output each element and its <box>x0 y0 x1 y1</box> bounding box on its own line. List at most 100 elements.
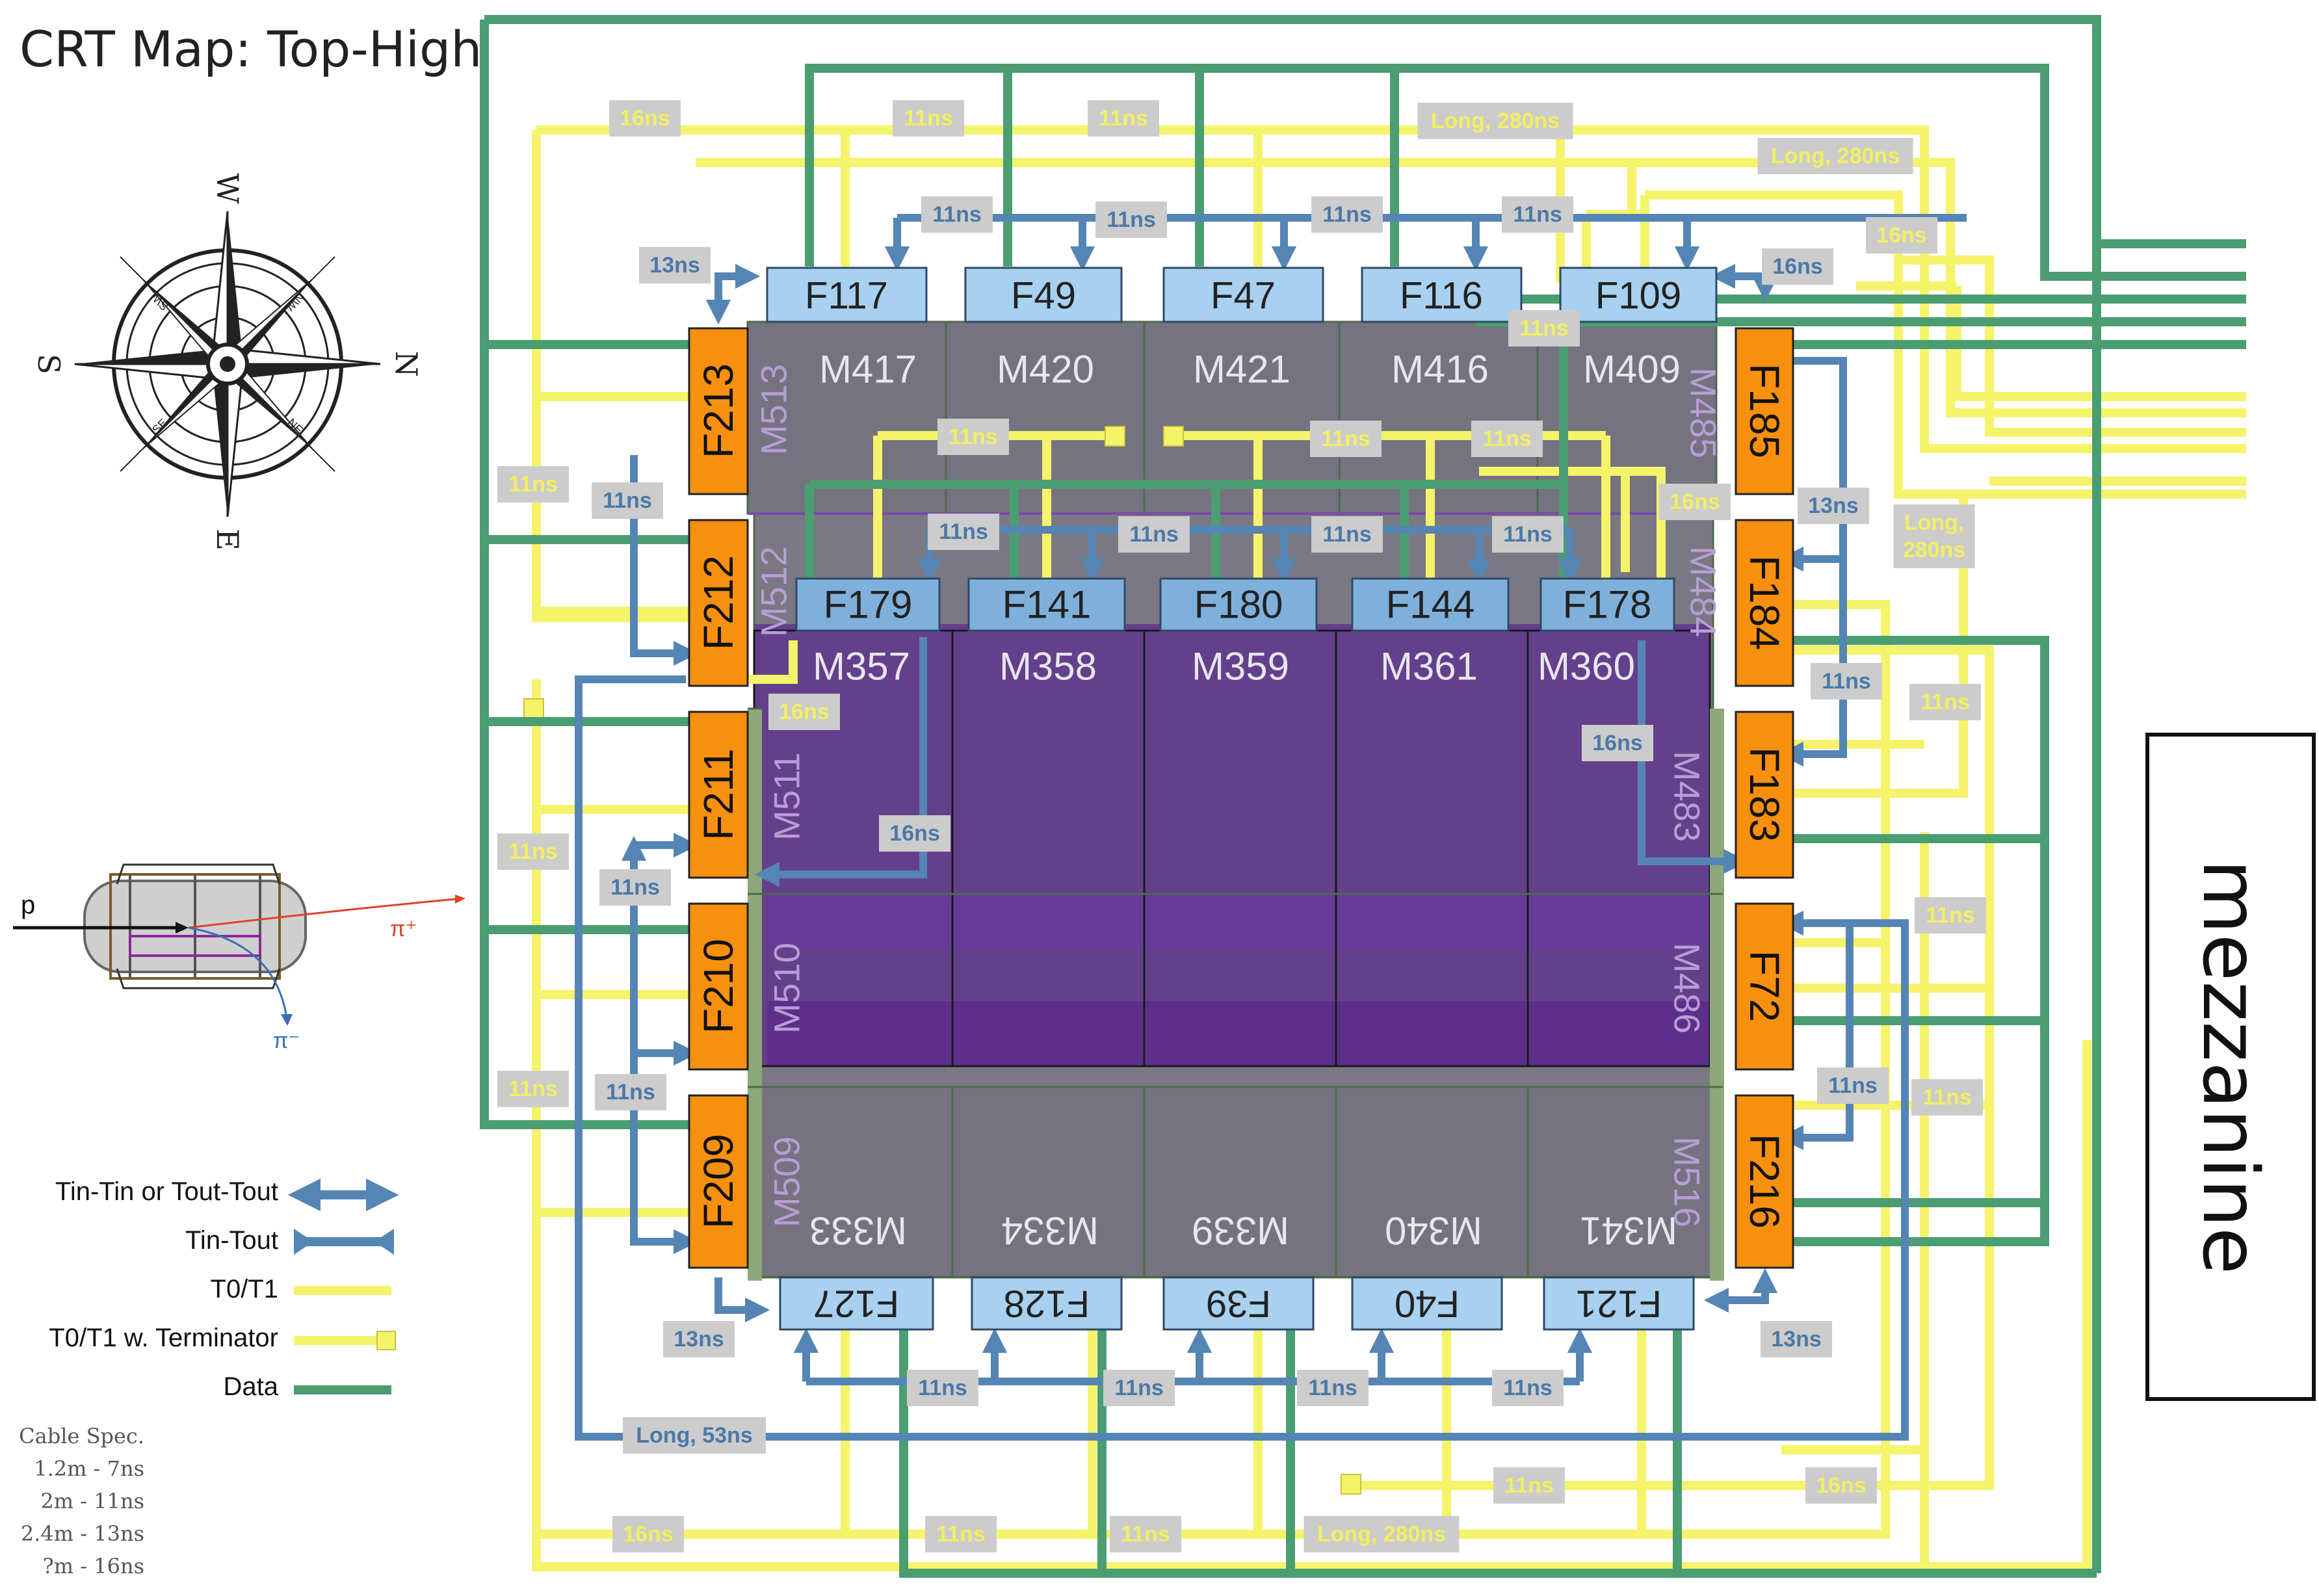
cable-length-label: 16ns <box>779 700 830 724</box>
cable-length-label: 11ns <box>1920 690 1970 714</box>
feb-f179: F179 <box>824 583 913 627</box>
feb-f117: F117 <box>805 275 888 317</box>
legend: Tin-Tin or Tout-Tout Tin-Tout T0/T1 T0/T… <box>49 1177 395 1401</box>
cable-length-label: 11ns <box>1513 202 1562 227</box>
cable-length-label: 16ns <box>889 821 940 846</box>
cable-spec-title: Cable Spec. <box>19 1424 144 1448</box>
module-m510: M510 <box>766 943 807 1034</box>
cable-length-label: 16ns <box>623 1522 674 1547</box>
compass-se-label: SE <box>150 416 170 436</box>
cable-length-label: 11ns <box>918 1376 967 1400</box>
module-m358: M358 <box>999 645 1097 688</box>
cable-length-label: 16ns <box>1592 731 1643 755</box>
cable-spec-line-4: ?m - 16ns <box>43 1554 144 1578</box>
feb-f209: F209 <box>695 1134 742 1229</box>
cable-length-label: 11ns <box>1519 316 1569 341</box>
cable-length-label: Long, 280ns <box>1771 144 1900 168</box>
cable-length-label: 11ns <box>1321 426 1370 451</box>
cable-spec-line-2: 2m - 11ns <box>40 1489 144 1513</box>
module-m420: M420 <box>997 348 1094 391</box>
module-m409: M409 <box>1583 348 1681 391</box>
cable-length-label: 13ns <box>674 1327 724 1352</box>
module-m486: M486 <box>1667 943 1708 1034</box>
feb-f144: F144 <box>1386 583 1475 627</box>
cable-length-label: 11ns <box>1322 522 1372 547</box>
feb-f40: F40 <box>1395 1283 1460 1325</box>
cable-length-label: 11ns <box>949 425 998 449</box>
cable-length-label: 11ns <box>1822 669 1871 694</box>
feb-f211: F211 <box>695 748 742 840</box>
feb-f141: F141 <box>1002 583 1092 627</box>
module-m359: M359 <box>1192 645 1289 688</box>
cable-length-label: 16ns <box>1670 490 1720 514</box>
feb-f39: F39 <box>1206 1283 1271 1325</box>
cable-length-label: 11ns <box>1121 1522 1170 1547</box>
module-m416: M416 <box>1391 348 1489 391</box>
compass-ne-label: NE <box>285 416 306 437</box>
module-m340: M340 <box>1385 1209 1482 1253</box>
feb-f213: F213 <box>695 363 742 458</box>
cable-length-label: 11ns <box>508 1077 558 1101</box>
cable-length-label: 11ns <box>939 519 988 544</box>
feb-f185: F185 <box>1741 363 1788 458</box>
cable-length-label: 11ns <box>1107 207 1156 232</box>
feb-f109: F109 <box>1595 275 1681 317</box>
module-m417: M417 <box>819 348 917 391</box>
cable-length-label: 11ns <box>1504 1473 1554 1498</box>
cable-length-label: 11ns <box>1114 1376 1164 1400</box>
cable-length-label: 11ns <box>1482 426 1532 451</box>
pi-minus-label: π⁻ <box>273 1028 300 1053</box>
module-m513: M513 <box>753 364 794 455</box>
module-m484: M484 <box>1683 546 1724 637</box>
module-m483: M483 <box>1667 751 1708 842</box>
cable-length-label: Long, 280ns <box>1431 109 1560 133</box>
west-febs: F213 F212 F211 F210 F209 <box>689 328 748 1268</box>
cable-length-label: 11ns <box>1503 522 1553 547</box>
cable-length-label: 11ns <box>603 488 652 513</box>
legend-label-tin-tin: Tin-Tin or Tout-Tout <box>55 1177 278 1206</box>
compass-sw-label: SW <box>148 291 171 313</box>
legend-swatch-bowtie <box>294 1229 394 1255</box>
module-m485: M485 <box>1683 367 1724 458</box>
feb-f216: F216 <box>1741 1134 1788 1229</box>
cable-spec-line-1: 1.2m - 7ns <box>34 1456 144 1481</box>
compass-rose: W S N E NW NE SW SE <box>31 173 424 550</box>
inner-febs: F179 F141 F180 F144 F178 <box>796 579 1674 631</box>
cable-length-label: 11ns <box>904 106 953 131</box>
page-title: CRT Map: Top-High <box>20 20 482 78</box>
cable-length-label: 11ns <box>1503 1376 1553 1400</box>
feb-f210: F210 <box>695 939 742 1034</box>
feb-f116: F116 <box>1400 275 1483 317</box>
cable-length-label: Long, 53ns <box>636 1423 752 1448</box>
compass-n-label: N <box>389 351 424 377</box>
east-febs: F185 F184 F183 F72 F216 <box>1736 328 1793 1268</box>
mezzanine-box: mezzanine <box>2147 735 2314 1399</box>
module-m516: M516 <box>1667 1136 1708 1227</box>
module-m509: M509 <box>766 1136 807 1227</box>
module-m511: M511 <box>766 752 807 841</box>
cable-length-label: 13ns <box>1771 1327 1822 1352</box>
feb-f49: F49 <box>1011 275 1076 317</box>
cable-length-label: 11ns <box>610 875 660 900</box>
legend-label-data: Data <box>224 1372 279 1401</box>
compass-w-label: W <box>210 173 245 204</box>
cable-spec: Cable Spec. 1.2m - 7ns 2m - 11ns 2.4m - … <box>19 1424 144 1578</box>
module-m334: M334 <box>1001 1209 1099 1253</box>
cable-length-label: 16ns <box>1816 1473 1867 1498</box>
proton-label: p <box>21 891 35 919</box>
feb-f128: F128 <box>1004 1283 1090 1325</box>
cable-length-label: 11ns <box>508 839 558 864</box>
feb-f178: F178 <box>1563 583 1652 627</box>
feb-f183: F183 <box>1741 747 1788 842</box>
pi-plus-label: π⁺ <box>390 917 417 941</box>
detector-sketch: p π⁺ π⁻ <box>13 865 465 1053</box>
legend-label-t0t1: T0/T1 <box>211 1275 278 1303</box>
feb-f184: F184 <box>1741 555 1788 650</box>
module-m341: M341 <box>1580 1209 1677 1253</box>
module-m360: M360 <box>1538 645 1635 688</box>
cable-length-label: 16ns <box>1772 254 1823 279</box>
module-m421: M421 <box>1193 348 1291 391</box>
feb-f47: F47 <box>1211 275 1276 317</box>
cable-length-label: 11ns <box>932 202 982 227</box>
